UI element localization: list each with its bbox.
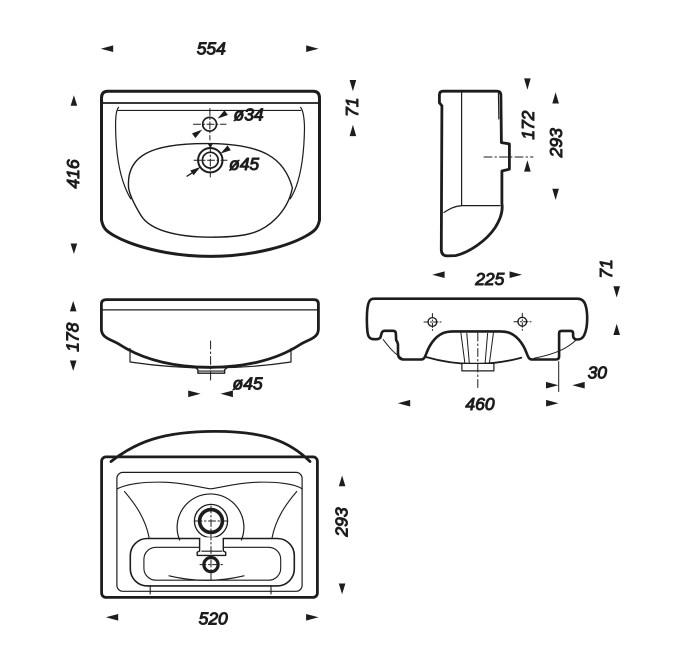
svg-text:71: 71 xyxy=(596,259,616,278)
svg-text:520: 520 xyxy=(199,609,228,629)
svg-text:293: 293 xyxy=(332,507,352,537)
svg-text:ø45: ø45 xyxy=(233,374,263,394)
svg-text:416: 416 xyxy=(63,159,83,188)
svg-text:ø34: ø34 xyxy=(234,105,264,125)
svg-text:172: 172 xyxy=(518,110,538,139)
svg-text:30: 30 xyxy=(588,363,608,383)
svg-text:71: 71 xyxy=(342,98,362,117)
svg-text:ø45: ø45 xyxy=(229,154,259,174)
svg-text:554: 554 xyxy=(197,38,226,58)
svg-text:178: 178 xyxy=(63,322,83,351)
svg-text:293: 293 xyxy=(546,128,566,158)
svg-text:460: 460 xyxy=(465,394,494,414)
svg-text:225: 225 xyxy=(474,269,504,289)
